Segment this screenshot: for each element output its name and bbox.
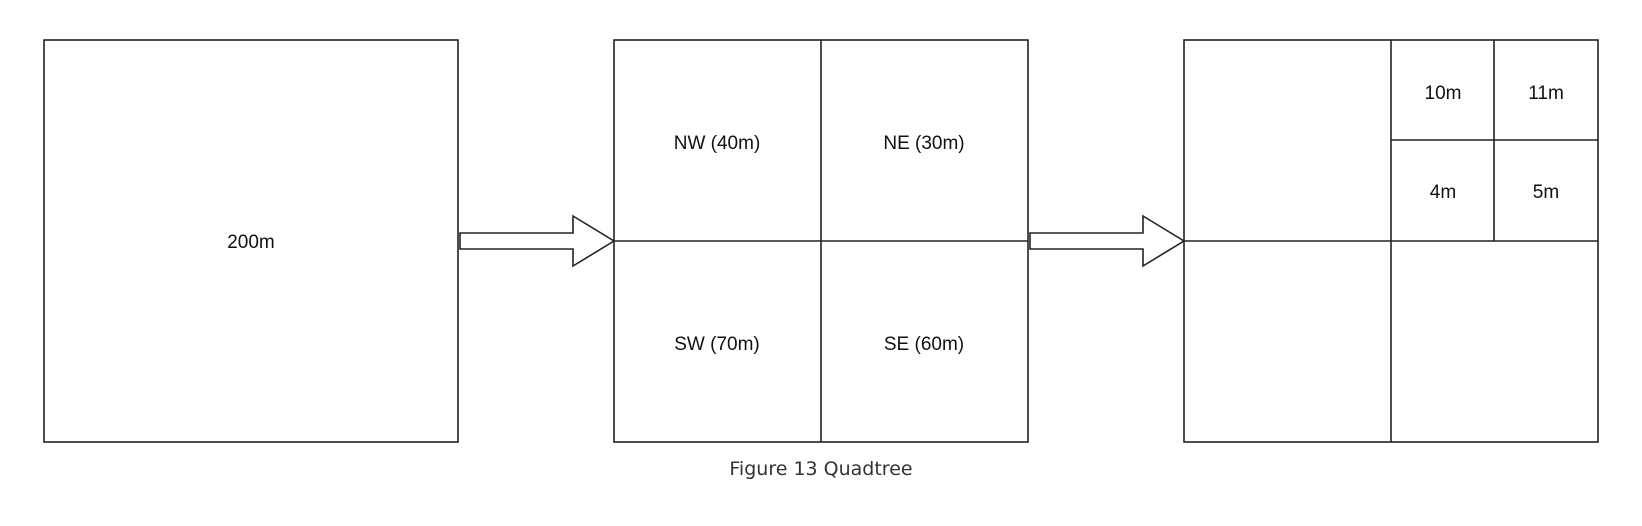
stage3-ne-sub-sw-label: 4m <box>1430 182 1456 203</box>
stage1-label: 200m <box>227 232 275 253</box>
stage2-ne-label: NE (30m) <box>883 133 964 154</box>
stage2-se-label: SE (60m) <box>884 334 964 355</box>
stage3-region: 10m 11m 4m 5m <box>1183 39 1599 443</box>
quadtree-diagram: 200m NW (40m) NE (30m) SW (70m) SE (60m)… <box>43 39 1599 443</box>
stage3-ne-sub-se-label: 5m <box>1533 182 1559 203</box>
stage3-ne-sub-nw-label: 10m <box>1425 83 1462 104</box>
arrow-2 <box>1029 214 1186 268</box>
stage2-nw-label: NW (40m) <box>674 133 761 154</box>
stage1-box <box>43 39 459 443</box>
stage2-region: NW (40m) NE (30m) SW (70m) SE (60m) <box>613 39 1029 443</box>
figure-caption: Figure 13 Quadtree <box>729 458 913 480</box>
stage3-ne-sub-ne-label: 11m <box>1528 83 1564 104</box>
stage1-region: 200m <box>43 39 459 443</box>
stage2-sw-label: SW (70m) <box>674 334 760 355</box>
arrow-1 <box>459 214 616 268</box>
